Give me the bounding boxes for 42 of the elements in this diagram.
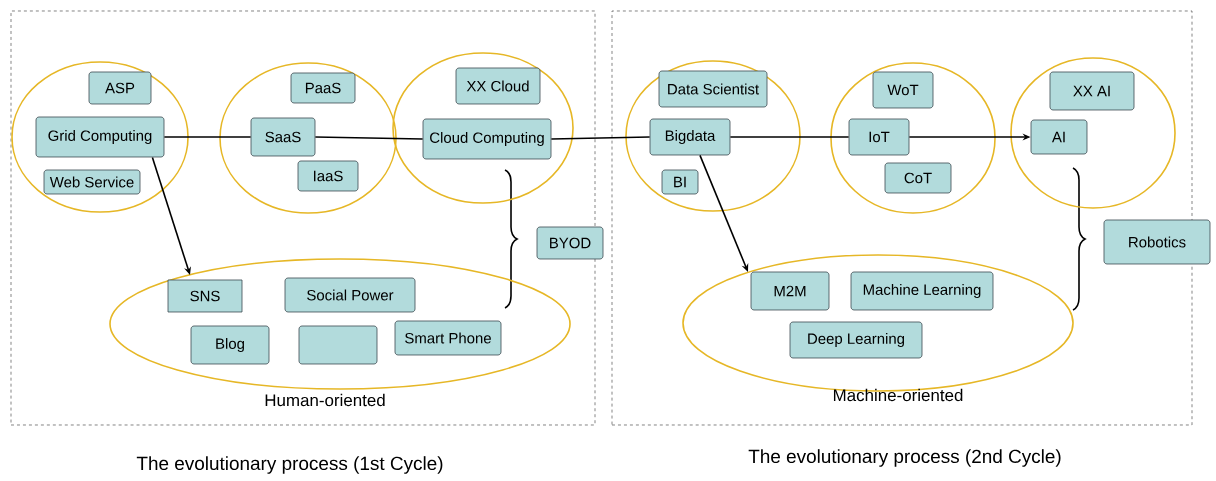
term-box: PaaS [290,72,356,104]
term-box: IaaS [297,160,359,192]
group-ellipse [392,52,574,204]
term-box: BYOD [536,226,604,260]
panel-label: The evolutionary process (2nd Cycle) [748,449,1061,467]
term-box: Data Scientist [658,70,768,108]
term-box: XX AI [1049,71,1135,111]
connector [151,156,191,275]
term-box: Cloud Computing [422,118,552,160]
panel-label: The evolutionary process (1st Cycle) [136,456,443,474]
term-box: ASP [88,71,152,105]
group-ellipse [219,62,397,214]
group-label: Human-oriented [265,393,385,407]
term-box: IoT [848,118,910,156]
group-ellipse [11,61,189,213]
term-box: SNS [167,279,243,313]
term-box: AI [1030,119,1088,155]
group-ellipse [1010,57,1176,209]
term-box: BI [661,169,699,195]
term-box: Smart Phone [394,320,502,356]
term-box: XX Cloud [455,67,541,105]
term-box: Robotics [1103,219,1211,265]
term-box: Blog [190,325,270,365]
connector [729,136,850,138]
connector [699,154,749,272]
term-box: Deep Learning [789,321,923,359]
term-box: Bigdata [649,118,731,156]
term-box: M2M [750,271,830,311]
term-box [298,325,378,365]
group-ellipse [625,60,801,212]
term-box: CoT [884,162,952,194]
connector [163,136,252,138]
term-box: Web Service [43,169,141,195]
term-box: SaaS [250,117,316,157]
term-box: WoT [872,71,934,109]
term-box: Social Power [284,277,416,313]
group-label: Machine-oriented [833,388,963,402]
term-box: Grid Computing [35,116,165,158]
term-box: Machine Learning [850,271,994,311]
group-ellipse [830,62,996,214]
connector [314,136,424,140]
connector [550,136,651,140]
